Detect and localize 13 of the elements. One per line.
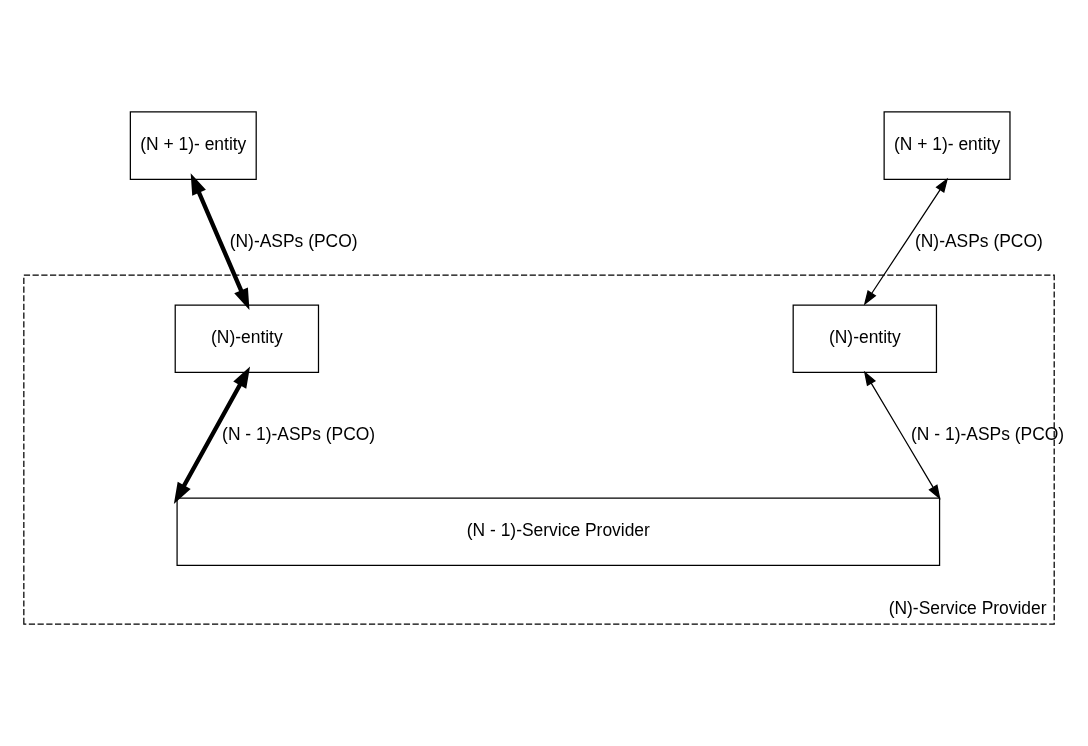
- edge-label: (N - 1)-ASPs (PCO): [911, 423, 1065, 444]
- edge-label: (N)-ASPs (PCO): [229, 230, 358, 251]
- node-box: (N)-entity: [792, 304, 938, 373]
- edge-label: (N - 1)-ASPs (PCO): [222, 423, 376, 444]
- node-box: (N + 1)- entity: [129, 111, 257, 180]
- node-box: (N)-entity: [174, 304, 320, 373]
- node-box: (N - 1)-Service Provider: [176, 497, 941, 567]
- edge-label: (N)-ASPs (PCO): [914, 230, 1043, 251]
- arrow: [173, 366, 251, 504]
- arrow: [190, 173, 250, 310]
- arrow: [863, 177, 949, 306]
- node-box: (N + 1)- entity: [883, 111, 1011, 180]
- arrow: [863, 370, 941, 500]
